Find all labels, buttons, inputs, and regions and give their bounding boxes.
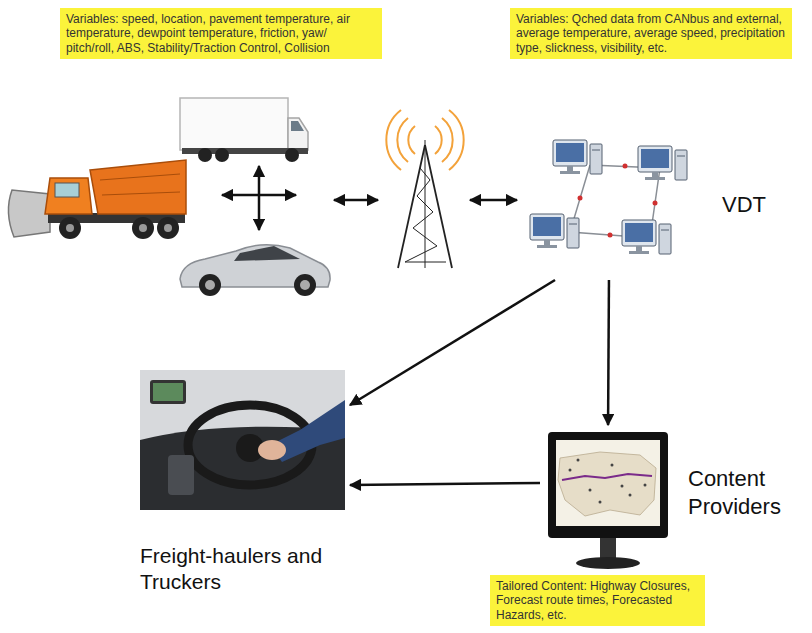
node-label: Content Providers <box>688 465 803 520</box>
plow-truck <box>55 183 79 197</box>
monitor-map <box>548 432 668 538</box>
computer-network <box>530 214 579 248</box>
radio-tower <box>386 110 401 170</box>
note-text: Tailored Content: Highway Closures, Fore… <box>496 579 699 622</box>
computer-network <box>608 233 613 238</box>
computer-network <box>653 201 658 206</box>
computer-network <box>530 140 687 254</box>
monitor-map <box>558 452 656 516</box>
connector-arrow <box>607 280 610 425</box>
driver-photo <box>153 383 183 401</box>
plow-truck <box>164 224 172 232</box>
sports-car <box>234 246 300 261</box>
monitor-map <box>629 494 632 497</box>
plow-truck <box>8 190 50 237</box>
variables-note: Variables: speed, location, pavement tem… <box>60 8 382 59</box>
provider-node: Content Providers <box>540 425 808 570</box>
plow-truck <box>132 217 154 239</box>
monitor-map <box>611 464 614 467</box>
plow-truck <box>45 178 92 214</box>
box-truck <box>285 148 299 162</box>
variables-note: Variables: Qched data from CANbus and ex… <box>510 8 792 59</box>
radio-tower <box>386 110 463 268</box>
box-truck <box>180 98 288 150</box>
four-way-arrow <box>222 166 296 230</box>
connector-arrow <box>350 280 555 405</box>
box-truck <box>291 121 304 131</box>
radio-tower <box>408 126 415 154</box>
monitor-map <box>569 469 572 472</box>
four-way-arrow <box>258 166 261 230</box>
monitor-map <box>589 489 592 492</box>
sports-car <box>180 245 330 296</box>
monitor-map <box>621 485 624 488</box>
box-truck <box>215 148 229 162</box>
computer-network <box>623 164 628 169</box>
plow-truck <box>139 224 147 232</box>
box-truck <box>180 98 308 162</box>
note-text: Variables: speed, location, pavement tem… <box>66 12 376 55</box>
driver-photo <box>258 440 286 460</box>
sports-car <box>205 280 215 290</box>
content-note: Tailored Content: Highway Closures, Fore… <box>490 575 705 626</box>
monitor-map <box>599 501 602 504</box>
plow-truck <box>8 160 186 239</box>
computer-network <box>578 196 583 201</box>
plow-truck <box>102 192 180 195</box>
monitor-map <box>577 459 580 462</box>
monitor-map <box>576 557 640 569</box>
sports-car <box>300 280 310 290</box>
driver-node: Freight-haulers and Truckers <box>135 365 350 615</box>
double-arrow <box>334 199 378 202</box>
driver-photo <box>140 370 345 510</box>
radio-tower <box>405 168 446 262</box>
plow-truck <box>157 217 179 239</box>
box-truck <box>198 148 212 162</box>
box-truck <box>288 118 308 150</box>
sports-car <box>199 274 221 296</box>
monitor-map <box>558 452 656 516</box>
plow-truck <box>90 160 186 214</box>
monitor-map <box>556 440 660 526</box>
plow-truck <box>100 174 180 180</box>
server-node: VDT <box>520 125 772 280</box>
note-text: Variables: Qched data from CANbus and ex… <box>516 12 786 55</box>
computer-network <box>553 140 602 174</box>
plow-truck <box>59 217 81 239</box>
monitor-map <box>600 538 616 560</box>
computer-network <box>638 146 687 180</box>
plow-truck <box>66 224 74 232</box>
connector-arrow <box>350 483 540 485</box>
monitor-map <box>562 474 652 480</box>
double-arrow <box>470 199 517 202</box>
radio-tower <box>397 118 408 162</box>
computer-network <box>622 220 671 254</box>
monitor-map <box>644 484 647 487</box>
radio-tower <box>435 126 442 154</box>
driver-photo <box>168 455 194 495</box>
driver-photo <box>150 380 186 404</box>
radio-tower <box>442 118 453 162</box>
sports-car <box>294 274 316 296</box>
driver-photo <box>140 370 345 510</box>
node-label: Freight-haulers and Truckers <box>140 543 345 596</box>
node-label: VDT <box>722 191 770 219</box>
radio-tower <box>398 145 425 268</box>
monitor-map <box>548 432 668 569</box>
radio-tower <box>449 110 464 170</box>
